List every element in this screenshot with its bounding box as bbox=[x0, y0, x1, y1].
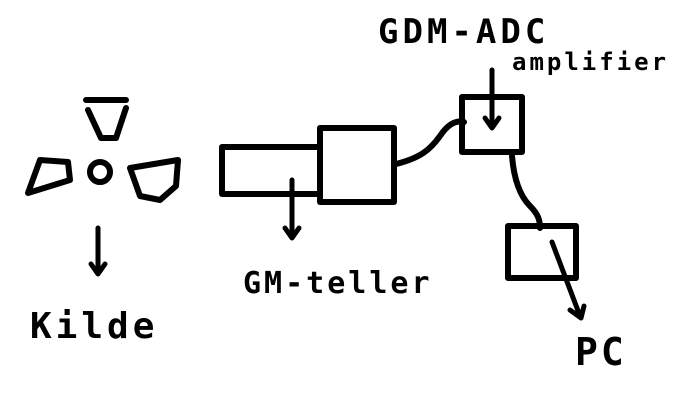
amplifier-label: amplifier bbox=[512, 48, 670, 76]
radiation-center bbox=[87, 159, 113, 185]
adc-label: GDM-ADC bbox=[378, 12, 550, 52]
cable-adc-pc bbox=[509, 153, 543, 231]
radiation-blade-left bbox=[25, 157, 73, 196]
adc-label-arrow bbox=[482, 67, 502, 131]
radiation-blade-right bbox=[127, 157, 181, 203]
source-label: Kilde bbox=[30, 306, 159, 347]
gm-counter-box bbox=[317, 125, 397, 205]
gm-arrow bbox=[282, 177, 302, 241]
source-arrow bbox=[88, 225, 108, 277]
cable-gm-adc bbox=[393, 118, 467, 167]
pc-label: PC bbox=[575, 330, 627, 374]
gm-tube-box bbox=[219, 144, 323, 197]
pc-arrow bbox=[549, 239, 587, 321]
pc-interface-box bbox=[505, 223, 579, 281]
radiation-blade-top bbox=[83, 97, 129, 141]
gm-counter-label: GM-teller bbox=[243, 266, 433, 301]
radiation-icon bbox=[25, 97, 181, 203]
